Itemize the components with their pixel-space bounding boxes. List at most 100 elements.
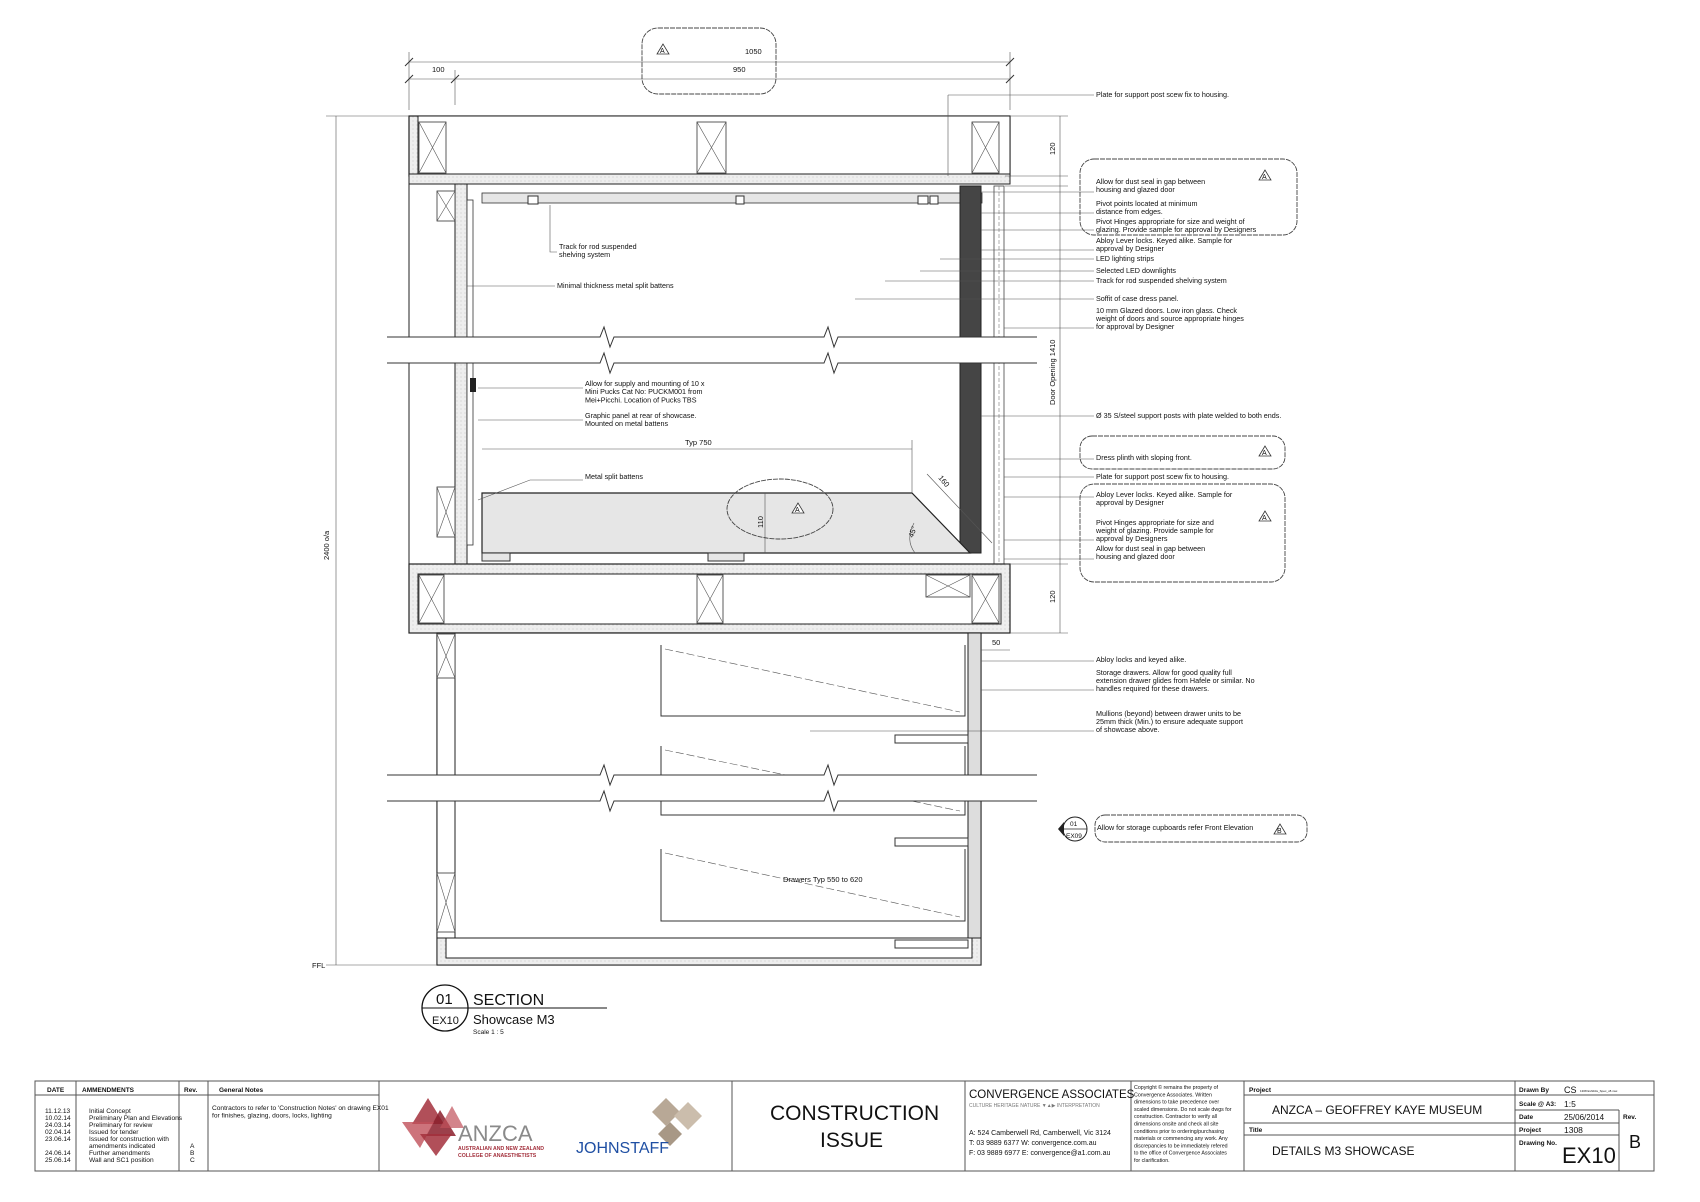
note-led-strips: LED lighting strips — [1096, 254, 1154, 263]
note-mullions: Mullions (beyond) between drawer units t… — [1096, 709, 1243, 734]
issue-status: CONSTRUCTION — [770, 1102, 939, 1125]
dimensions: 1050 100 950 2400 o/a FFL 120 Door Openi… — [312, 47, 1068, 970]
firm-fax: F: 03 9889 6977 E: convergence@a1.com.au — [969, 1150, 1110, 1157]
note-plate-bottom: Plate for support post scew fix to housi… — [1096, 472, 1229, 481]
dim-top-housing: 120 — [1048, 142, 1057, 155]
section-title: 01 EX10 SECTION Showcase M3 Scale 1 : 5 — [421, 984, 607, 1036]
copyright-line: scaled dimensions. Do not scale dwgs for — [1134, 1107, 1232, 1113]
revision-clouds: A A — [641, 27, 834, 540]
copyright-line: materials or commencing any work. Any — [1134, 1136, 1228, 1142]
copyright-line: to the office of Convergence Associates — [1134, 1151, 1227, 1157]
scale-value: 1:5 — [1564, 1099, 1576, 1109]
ffl-label: FFL — [312, 961, 325, 970]
date-value: 25/06/2014 — [1564, 1113, 1605, 1122]
rev-marker-a: A — [1262, 450, 1267, 457]
file-ref: 1308 Exhibits_Spec_v8.vwx — [1580, 1089, 1618, 1093]
drawn-by: CS — [1564, 1085, 1577, 1095]
rev-marker-a: A — [660, 48, 665, 55]
anzca-wordmark: ANZCA — [458, 1121, 533, 1146]
note-battens: Metal split battens — [585, 472, 643, 481]
amendment-date: 02.04.14 — [45, 1129, 71, 1136]
note-support-posts: Ø 35 S/steel support posts with plate we… — [1096, 411, 1281, 420]
right-annotations: A A A Plate for support post scew fix to… — [810, 90, 1308, 843]
copyright-line: Copyright © remains the property of — [1134, 1084, 1219, 1091]
note-soffit: Soffit of case dress panel. — [1096, 294, 1179, 303]
revision: B — [1629, 1132, 1641, 1152]
rev-marker-a: A — [1262, 174, 1267, 181]
issue-status: ISSUE — [820, 1129, 883, 1152]
project-no: 1308 — [1564, 1125, 1583, 1135]
header-date: DATE — [47, 1087, 65, 1094]
anzca-subtitle: COLLEGE OF ANAESTHETISTS — [458, 1153, 537, 1159]
dim-plinth-height: 110 — [756, 516, 765, 528]
amendment-date: 11.12.13 — [45, 1108, 71, 1115]
drawing-title: DETAILS M3 SHOWCASE — [1272, 1144, 1414, 1158]
copyright-line: dimensions onsite and check all site — [1134, 1122, 1219, 1128]
break-lines — [380, 325, 1040, 813]
dim-drawers: Drawers Typ 550 to 620 — [783, 875, 863, 884]
title-label: Title — [1249, 1127, 1263, 1134]
note-pivot-hinges-top: Pivot Hinges appropriate for size and we… — [1096, 217, 1257, 234]
amendment-date: 24.06.14 — [45, 1150, 71, 1157]
amendment-text: Issued for tender — [89, 1129, 139, 1136]
glazed-door — [959, 185, 982, 554]
header-general-notes: General Notes — [219, 1087, 263, 1094]
amendment-date: 10.02.14 — [45, 1115, 71, 1122]
copyright-line: for clarification. — [1134, 1158, 1170, 1164]
section-subtitle: Showcase M3 — [473, 1012, 555, 1027]
ref-marker-sheet: EX09 — [1066, 833, 1082, 840]
timber-blocks-top — [418, 121, 1000, 174]
section-heading: SECTION — [473, 992, 544, 1009]
copyright-line: dimensions to take precedence over — [1134, 1100, 1219, 1106]
amendment-text: Wall and SC1 position — [89, 1157, 154, 1164]
general-notes: Contractors to refer to 'Construction No… — [212, 1105, 389, 1120]
amendment-date: 23.06.14 — [45, 1136, 71, 1143]
elevation-ref-marker[interactable]: 01 EX09 — [1058, 816, 1088, 842]
drawing-no-label: Drawing No. — [1519, 1140, 1557, 1147]
section-number: 01 — [436, 991, 453, 1008]
amendment-date: 25.06.14 — [45, 1157, 71, 1164]
note-abloy-bottom: Abloy Lever locks. Keyed alike. Sample f… — [1096, 490, 1233, 507]
note-graphic-panel: Graphic panel at rear of showcase.Mounte… — [585, 411, 696, 428]
note-storage-drawers: Storage drawers. Allow for good quality … — [1096, 668, 1255, 693]
rev-label: Rev. — [1623, 1114, 1636, 1121]
firm-phone: T: 03 9889 6377 W: convergence.com.au — [969, 1140, 1097, 1147]
amendment-rev: A — [190, 1143, 195, 1150]
dim-overall-height: 2400 o/a — [322, 530, 331, 560]
note-abloy-locks: Abloy locks and keyed alike. — [1096, 655, 1186, 664]
header-amendments: AMMENDMENTS — [82, 1087, 135, 1094]
rev-marker-a: A — [795, 507, 800, 514]
project-name: ANZCA – GEOFFREY KAYE MUSEUM — [1272, 1103, 1482, 1117]
johnstaff-wordmark: JOHNSTAFF — [576, 1140, 669, 1157]
amendment-text: Initial Concept — [89, 1108, 131, 1115]
amendment-text: Further amendments — [89, 1150, 151, 1157]
date-label: Date — [1519, 1114, 1533, 1121]
amendment-text: Preliminary for review — [89, 1122, 153, 1129]
amendment-date: 24.03.14 — [45, 1122, 71, 1129]
dim-bottom-plinth: 120 — [1048, 590, 1057, 603]
note-abloy-top: Abloy Lever locks. Keyed alike. Sample f… — [1096, 236, 1233, 253]
dim-angle: 45° — [906, 525, 918, 539]
amendment-rev: B — [190, 1150, 195, 1157]
note-storage-cupboards: Allow for storage cupboards refer Front … — [1097, 823, 1253, 832]
anzca-logo: ANZCA AUSTRALIAN AND NEW ZEALAND COLLEGE… — [402, 1098, 544, 1159]
drawing-number: EX10 — [1562, 1143, 1616, 1168]
note-track-right: Track for rod suspended shelving system — [1096, 276, 1227, 285]
firm-address: A: 524 Camberwell Rd, Camberwell, Vic 31… — [969, 1130, 1111, 1137]
project-label: Project — [1249, 1087, 1272, 1094]
title-block: DATE AMMENDMENTS Rev. General Notes 11.1… — [34, 1080, 1655, 1172]
dress-plinth — [481, 492, 972, 554]
section-sheet: EX10 — [432, 1015, 459, 1027]
amendment-text: Issued for construction with — [89, 1136, 169, 1143]
dim-door-opening: Door Opening 1410 — [1048, 340, 1057, 405]
rev-marker-b: B — [1277, 828, 1282, 835]
firm-name: CONVERGENCE ASSOCIATES — [969, 1089, 1135, 1101]
note-plate-top: Plate for support post scew fix to housi… — [1096, 90, 1229, 99]
